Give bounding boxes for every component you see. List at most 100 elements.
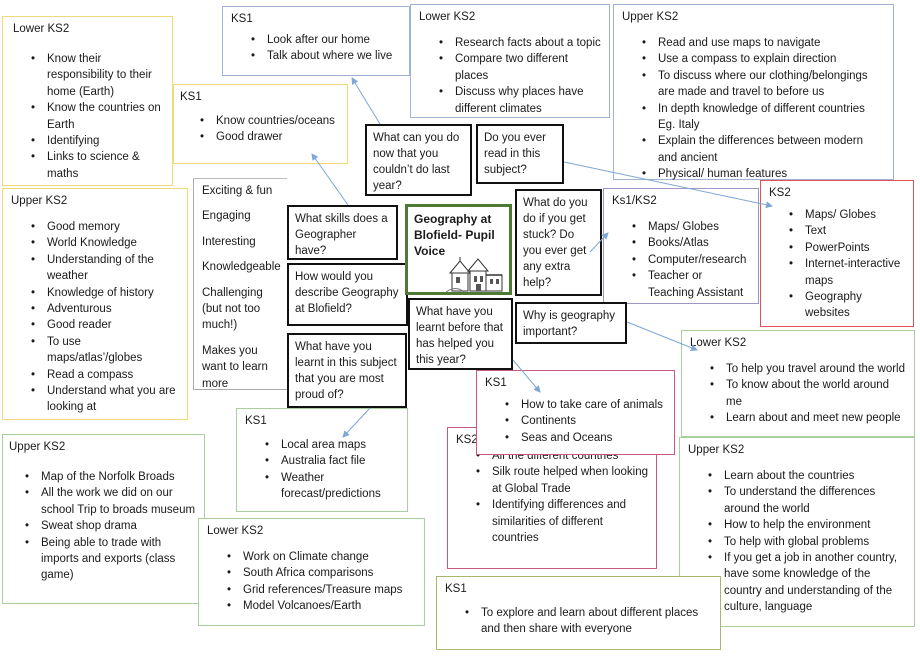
lower-ks2-proud-box: Lower KS2 Work on Climate changeSouth Af… <box>198 518 425 626</box>
list-item: Local area maps <box>263 437 399 453</box>
list-item: How to help the environment <box>706 517 906 533</box>
school-building-icon <box>446 255 504 293</box>
box-title: Lower KS2 <box>419 9 601 25</box>
list-item: Maps/ Globes <box>787 207 905 223</box>
box-title: Upper KS2 <box>622 9 885 25</box>
list-item: Australia fact file <box>263 453 399 469</box>
question-can-do-now: What can you do now that you couldn’t do… <box>365 124 472 196</box>
list-item: Good memory <box>29 219 179 235</box>
list-item: Know their responsibility to their home … <box>29 51 162 100</box>
list-item: To know about the world around me <box>708 377 906 410</box>
question-proud: What have you learnt in this subject tha… <box>287 333 407 408</box>
question-read-subject: Do you ever read in this subject? <box>476 124 564 184</box>
list-item: Internet-interactive maps <box>787 256 905 289</box>
describe-word: Exciting & fun <box>202 183 279 199</box>
upper-ks2-skills-box: Upper KS2 Good memoryWorld KnowledgeUnde… <box>2 188 188 420</box>
ks1-important-box: KS1 To explore and learn about different… <box>436 576 721 650</box>
describe-word: Knowledgeable <box>202 259 279 275</box>
box-list: Local area mapsAustralia fact fileWeathe… <box>245 437 399 503</box>
list-item: Weather forecast/predictions <box>263 470 399 503</box>
box-list: Research facts about a topicCompare two … <box>419 35 601 117</box>
question-stuck: What do you do if you get stuck? Do you … <box>515 189 602 296</box>
list-item: Text <box>787 223 905 239</box>
list-item: Computer/research <box>630 252 750 268</box>
list-item: To understand the differences around the… <box>706 484 906 517</box>
box-list: Know countries/oceansGood drawer <box>180 113 341 146</box>
center-title-box: Geography at Blofield- Pupil Voice <box>405 204 512 295</box>
list-item: Read a compass <box>29 367 179 383</box>
lower-ks2-can-do-box: Lower KS2 Research facts about a topicCo… <box>410 4 610 118</box>
ks1-can-do-box: KS1 Look after our homeTalk about where … <box>222 6 410 76</box>
center-title: Geography at Blofield- Pupil Voice <box>414 211 503 259</box>
list-item: How to take care of animals <box>503 397 666 413</box>
list-item: Read and use maps to navigate <box>640 35 885 51</box>
list-item: Knowledge of history <box>29 285 179 301</box>
list-item: All the work we did on our school Trip t… <box>23 485 198 518</box>
box-title: Lower KS2 <box>207 523 416 539</box>
upper-ks2-can-do-box: Upper KS2 Read and use maps to navigateU… <box>613 4 894 180</box>
list-item: Learn about the countries <box>706 468 906 484</box>
list-item: Books/Atlas <box>630 235 750 251</box>
ks1-learnt-box: KS1 How to take care of animalsContinent… <box>476 370 675 455</box>
describe-word: Challenging (but not too much!) <box>202 285 279 334</box>
box-list: How to take care of animalsContinentsSea… <box>485 397 666 446</box>
list-item: To help you travel around the world <box>708 361 906 377</box>
lower-ks2-can-do-box: Lower KS2 Know their responsibility to t… <box>2 16 173 186</box>
box-title: Lower KS2 <box>13 21 162 37</box>
box-list: To help you travel around the worldTo kn… <box>690 361 906 427</box>
list-item: Geography websites <box>787 289 905 322</box>
list-item: Sweat shop drama <box>23 518 198 534</box>
list-item: If you get a job in another country, hav… <box>706 550 906 616</box>
box-title: KS1 <box>485 375 666 391</box>
question-important: Why is geography important? <box>515 302 627 344</box>
list-item: Good drawer <box>198 129 341 145</box>
list-item: Research facts about a topic <box>437 35 601 51</box>
question-skills: What skills does a Geographer have? <box>287 205 398 260</box>
list-item: South Africa comparisons <box>225 565 416 581</box>
list-item: Identifying differences and similarities… <box>474 497 648 546</box>
box-title: Ks1/KS2 <box>612 193 750 209</box>
list-item: Seas and Oceans <box>503 430 666 446</box>
list-item: Understand what you are looking at <box>29 383 179 416</box>
ks1-ks2-help-box: Ks1/KS2 Maps/ GlobesBooks/AtlasComputer/… <box>603 188 759 304</box>
upper-ks2-proud-box: Upper KS2 Map of the Norfolk BroadsAll t… <box>2 434 205 604</box>
list-item: Talk about where we live <box>249 48 401 64</box>
list-item: Model Volcanoes/Earth <box>225 598 416 614</box>
box-title: KS1 <box>245 413 399 429</box>
list-item: Explain the differences between modern a… <box>640 133 885 166</box>
box-title: KS1 <box>180 89 341 105</box>
box-list: Maps/ GlobesBooks/AtlasComputer/research… <box>612 219 750 301</box>
box-title: KS1 <box>231 11 401 27</box>
list-item: Grid references/Treasure maps <box>225 582 416 598</box>
list-item: Understanding of the weather <box>29 252 179 285</box>
box-list: Maps/ GlobesTextPowerPointsInternet-inte… <box>769 207 905 322</box>
box-list: All the different countriesSilk route he… <box>456 448 648 546</box>
list-item: Adventurous <box>29 301 179 317</box>
list-item: Know countries/oceans <box>198 113 341 129</box>
list-item: Teacher or Teaching Assistant <box>630 268 750 301</box>
list-item: Maps/ Globes <box>630 219 750 235</box>
list-item: To discuss where our clothing/belongings… <box>640 68 885 101</box>
box-title: KS1 <box>445 581 712 597</box>
box-list: Map of the Norfolk BroadsAll the work we… <box>9 469 198 584</box>
list-item: Map of the Norfolk Broads <box>23 469 198 485</box>
list-item: Silk route helped when looking at Global… <box>474 464 648 497</box>
list-item: Learn about and meet new people <box>708 410 906 426</box>
list-item: In depth knowledge of different countrie… <box>640 101 885 134</box>
list-item: Work on Climate change <box>225 549 416 565</box>
list-item: Good reader <box>29 317 179 333</box>
describe-word: Makes you want to learn more <box>202 343 279 392</box>
box-list: Know their responsibility to their home … <box>13 51 162 182</box>
question-learnt-before: What have you learnt before that has hel… <box>408 298 513 370</box>
describe-word: Engaging <box>202 208 279 224</box>
question-describe: How would you describe Geography at Blof… <box>287 263 408 326</box>
box-title: Upper KS2 <box>688 442 906 458</box>
box-list: Work on Climate changeSouth Africa compa… <box>207 549 416 615</box>
list-item: Links to science & maths <box>29 149 162 182</box>
lower-ks2-important-box: Lower KS2 To help you travel around the … <box>681 330 915 437</box>
list-item: PowerPoints <box>787 240 905 256</box>
list-item: Continents <box>503 413 666 429</box>
box-title: Lower KS2 <box>690 335 906 351</box>
ks1-skills-box: KS1 Know countries/oceansGood drawer <box>173 84 348 164</box>
